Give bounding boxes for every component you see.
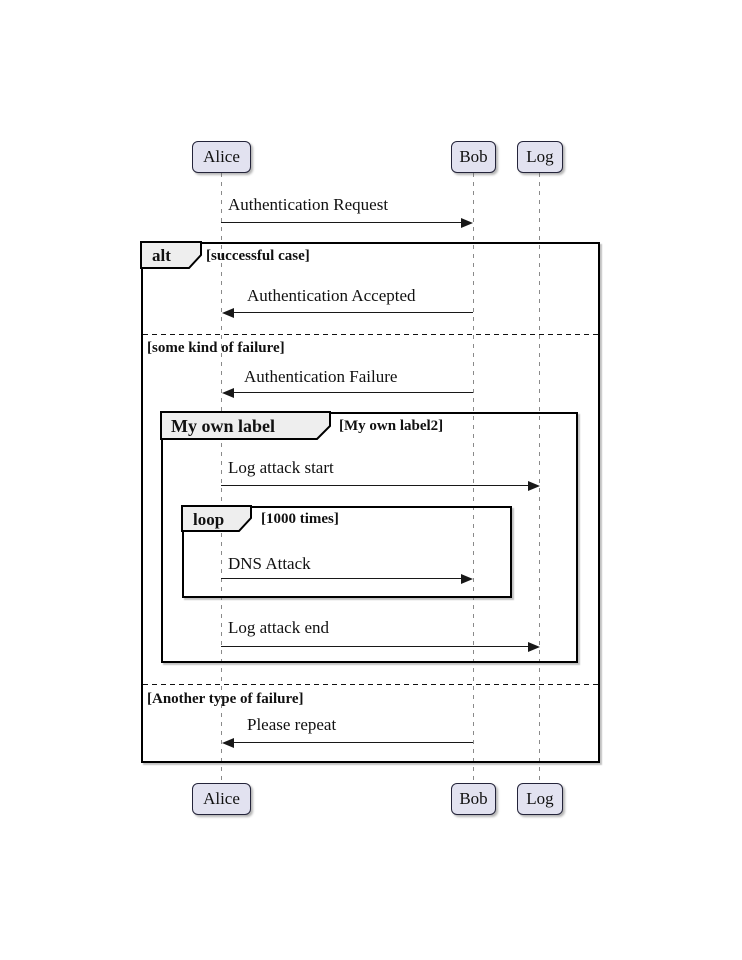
arrowhead-right-icon — [528, 481, 540, 491]
message-please-repeat-label: Please repeat — [247, 715, 337, 734]
arrowhead-right-icon — [461, 218, 473, 228]
loop-frame — [182, 506, 512, 598]
message-log-attack-start-line — [221, 485, 529, 486]
loop-keyword-label: loop — [193, 510, 225, 529]
arrowhead-right-icon — [528, 642, 540, 652]
alt-guard-another-failure: [Another type of failure] — [147, 691, 304, 707]
alt-keyword-label: alt — [152, 246, 171, 265]
message-log-attack-end-line — [221, 646, 529, 647]
loop-frame-tab — [181, 505, 252, 532]
message-log-attack-start-label: Log attack start — [228, 458, 334, 477]
message-auth-failure-label: Authentication Failure — [244, 367, 398, 386]
participant-alice-bottom-label: Alice — [203, 789, 240, 808]
participant-bob-top-label: Bob — [459, 147, 488, 166]
participant-alice-top-label: Alice — [203, 147, 240, 166]
arrowhead-left-icon — [222, 388, 234, 398]
participant-alice-bottom: Alice — [192, 783, 251, 815]
alt-section-divider-2 — [143, 684, 598, 685]
message-auth-request-label: Authentication Request — [228, 195, 389, 214]
group-frame-tab — [160, 411, 331, 440]
lifeline-bob — [473, 173, 474, 783]
alt-frame — [141, 242, 600, 763]
message-please-repeat-line — [233, 742, 473, 743]
participant-log-bottom: Log — [517, 783, 563, 815]
participant-bob-top: Bob — [451, 141, 496, 173]
message-log-attack-end-label: Log attack end — [228, 618, 330, 637]
arrowhead-left-icon — [222, 308, 234, 318]
group-guard-label: [My own label2] — [339, 418, 444, 434]
loop-guard-label: [1000 times] — [261, 511, 339, 527]
alt-section-divider-1 — [143, 334, 598, 335]
participant-alice-top: Alice — [192, 141, 251, 173]
group-frame — [161, 412, 578, 663]
arrowhead-left-icon — [222, 738, 234, 748]
message-auth-failure-line — [233, 392, 473, 393]
alt-frame-tab — [140, 241, 202, 269]
alt-guard-some-failure: [some kind of failure] — [147, 340, 285, 356]
participant-log-top-label: Log — [526, 147, 554, 166]
message-auth-request-line — [221, 222, 462, 223]
participant-log-top: Log — [517, 141, 563, 173]
lifeline-alice — [221, 173, 222, 783]
participant-log-bottom-label: Log — [526, 789, 554, 808]
message-auth-accepted-label: Authentication Accepted — [247, 286, 416, 305]
lifeline-log — [539, 173, 540, 783]
message-auth-accepted-line — [233, 312, 473, 313]
participant-bob-bottom: Bob — [451, 783, 496, 815]
message-dns-attack-label: DNS Attack — [228, 554, 311, 573]
arrowhead-right-icon — [461, 574, 473, 584]
group-keyword-label: My own label — [171, 416, 276, 436]
message-dns-attack-line — [221, 578, 462, 579]
alt-guard-successful-case: [successful case] — [206, 248, 310, 264]
participant-bob-bottom-label: Bob — [459, 789, 488, 808]
